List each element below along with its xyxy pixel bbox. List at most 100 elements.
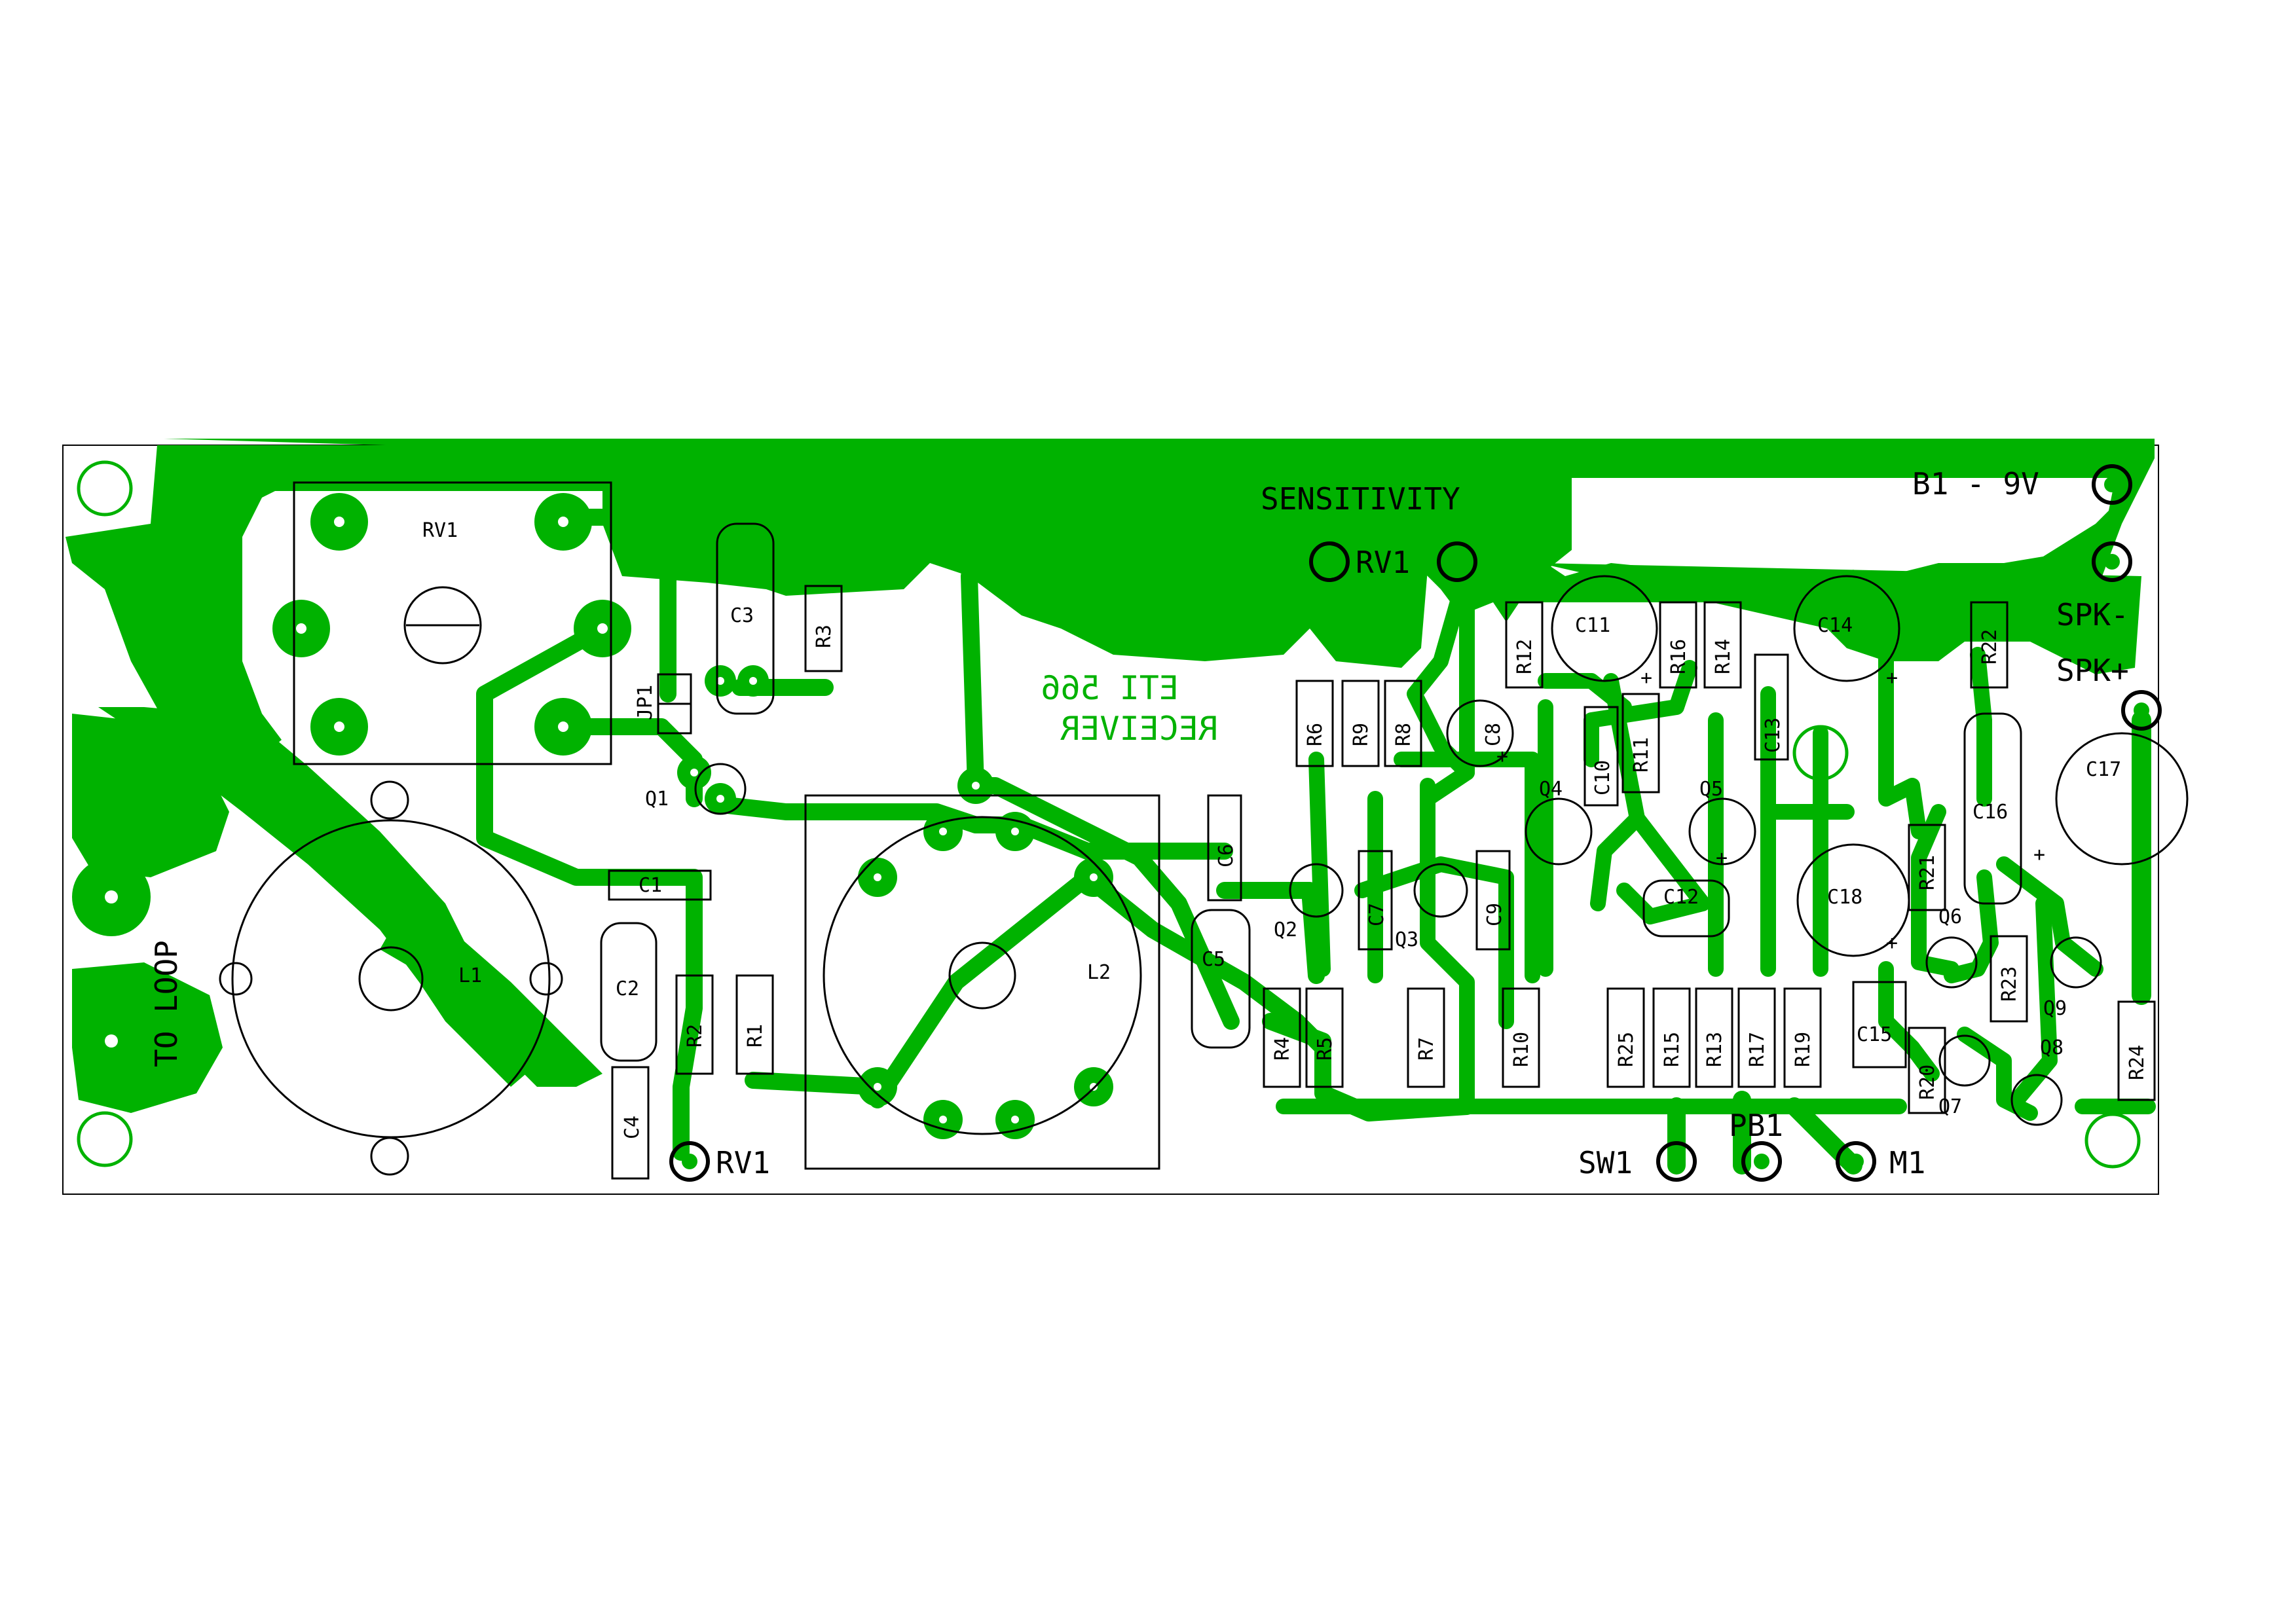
q7-outline <box>1938 1034 1991 1087</box>
rv1-outline <box>293 481 612 765</box>
c12-outline <box>1642 879 1730 938</box>
r5-outline <box>1305 987 1344 1088</box>
r23-outline <box>1990 935 2028 1023</box>
plus-mark-c18: + <box>1886 932 1898 955</box>
rv1-shaft-icon <box>403 586 482 665</box>
r13-outline <box>1695 987 1733 1088</box>
rv1-bottom-connector-label: RV1 <box>716 1145 770 1180</box>
to-loop-label: TO LOOP <box>149 940 184 1067</box>
r15-label: R15 <box>1661 1032 1684 1067</box>
c12-label: C12 <box>1663 886 1699 909</box>
c13-outline <box>1754 653 1789 761</box>
c14-label: C14 <box>1817 614 1853 637</box>
q3-label: Q3 <box>1395 928 1418 951</box>
r5-label: R5 <box>1314 1037 1337 1061</box>
q4-label: Q4 <box>1539 778 1563 801</box>
r14-label: R14 <box>1712 639 1735 674</box>
c7-outline <box>1358 850 1393 951</box>
r12-outline <box>1505 601 1544 689</box>
c1-label: C1 <box>639 874 662 897</box>
r17-outline <box>1737 987 1776 1088</box>
r16-label: R16 <box>1667 639 1690 674</box>
r25-label: R25 <box>1615 1032 1638 1067</box>
r7-label: R7 <box>1415 1037 1438 1061</box>
c5-outline <box>1191 909 1251 1049</box>
q2-outline <box>1289 863 1344 918</box>
r21-label: R21 <box>1916 855 1939 890</box>
r21-outline <box>1908 824 1946 911</box>
spk-minus-pad <box>2092 541 2132 582</box>
r11-label: R11 <box>1630 737 1653 773</box>
c9-label: C9 <box>1483 903 1506 926</box>
q5-label: Q5 <box>1699 778 1723 801</box>
q4-outline <box>1525 797 1593 866</box>
r10-label: R10 <box>1510 1032 1533 1067</box>
board-title-line2: RECEIVER <box>1060 710 1218 748</box>
plus-mark-c17: + <box>2033 843 2045 866</box>
sw1-label: SW1 <box>1578 1145 1633 1180</box>
r22-label: R22 <box>1978 629 2001 665</box>
battery-pad <box>2092 464 2132 505</box>
c3-label: C3 <box>730 604 754 627</box>
c1-outline <box>608 869 712 901</box>
plus-mark-c8: + <box>1496 745 1508 768</box>
r20-outline <box>1908 1027 1946 1114</box>
c8-outline <box>1446 699 1514 767</box>
q8-label: Q8 <box>2040 1036 2064 1059</box>
r25-outline <box>1606 987 1645 1088</box>
c10-outline <box>1583 706 1619 807</box>
copper-pads <box>72 493 1113 1139</box>
q9-outline <box>2050 936 2102 989</box>
rv1-top-connector-label: RV1 <box>1356 545 1410 580</box>
c15-label: C15 <box>1857 1023 1892 1046</box>
c11-label: C11 <box>1575 614 1610 637</box>
plus-mark-c11: + <box>1640 666 1652 689</box>
c15-outline <box>1852 981 1907 1068</box>
c14-outline <box>1793 575 1900 682</box>
rv1-bottom-pad <box>669 1141 710 1182</box>
spk-minus-label: SPK- <box>2056 597 2129 632</box>
r2-outline <box>675 974 714 1075</box>
spk-plus-label: SPK+ <box>2056 653 2129 688</box>
r8-outline <box>1384 680 1422 767</box>
r14-outline <box>1703 601 1742 689</box>
c2-outline <box>600 922 657 1062</box>
r17-label: R17 <box>1746 1032 1769 1067</box>
c11-outline <box>1551 575 1658 682</box>
c13-label: C13 <box>1762 718 1785 753</box>
jp1-label: JP1 <box>634 685 657 720</box>
r4-outline <box>1263 987 1301 1088</box>
copper-ground-plane <box>65 439 2155 1113</box>
r19-label: R19 <box>1792 1032 1815 1067</box>
r19-outline <box>1783 987 1822 1088</box>
mounting-holes <box>77 460 2141 1169</box>
c9-outline <box>1475 850 1511 951</box>
m1-pad <box>1836 1141 1876 1182</box>
l2-label: L2 <box>1087 961 1111 984</box>
c2-label: C2 <box>616 977 639 1000</box>
silkscreen: RV1 L1 L2 Q1 Q2 Q3 Q4 Q5 Q6 Q7 Q8 Q9 <box>219 481 2189 1180</box>
q5-outline <box>1688 797 1756 866</box>
r22-outline <box>1970 601 2009 689</box>
rv1-top-pad-a <box>1309 541 1350 582</box>
r11-outline <box>1621 693 1660 793</box>
c4-label: C4 <box>621 1116 644 1139</box>
c17-label: C17 <box>2086 758 2121 781</box>
sw1-pad <box>1656 1141 1697 1182</box>
c6-label: C6 <box>1215 844 1238 867</box>
r4-label: R4 <box>1271 1037 1294 1061</box>
q8-outline <box>2010 1074 2063 1126</box>
r16-outline <box>1659 601 1697 689</box>
r1-label: R1 <box>744 1024 767 1048</box>
r7-outline <box>1407 987 1445 1088</box>
board-title-line1: ETI 566 <box>1041 669 1179 707</box>
r8-label: R8 <box>1392 723 1415 746</box>
c5-label: C5 <box>1202 948 1225 971</box>
q3-outline <box>1413 863 1468 918</box>
l1-label: L1 <box>458 964 482 987</box>
r2-label: R2 <box>684 1024 707 1048</box>
q9-label: Q9 <box>2043 997 2067 1020</box>
r24-outline <box>2117 1000 2156 1101</box>
plus-mark-c14: + <box>1886 666 1898 689</box>
